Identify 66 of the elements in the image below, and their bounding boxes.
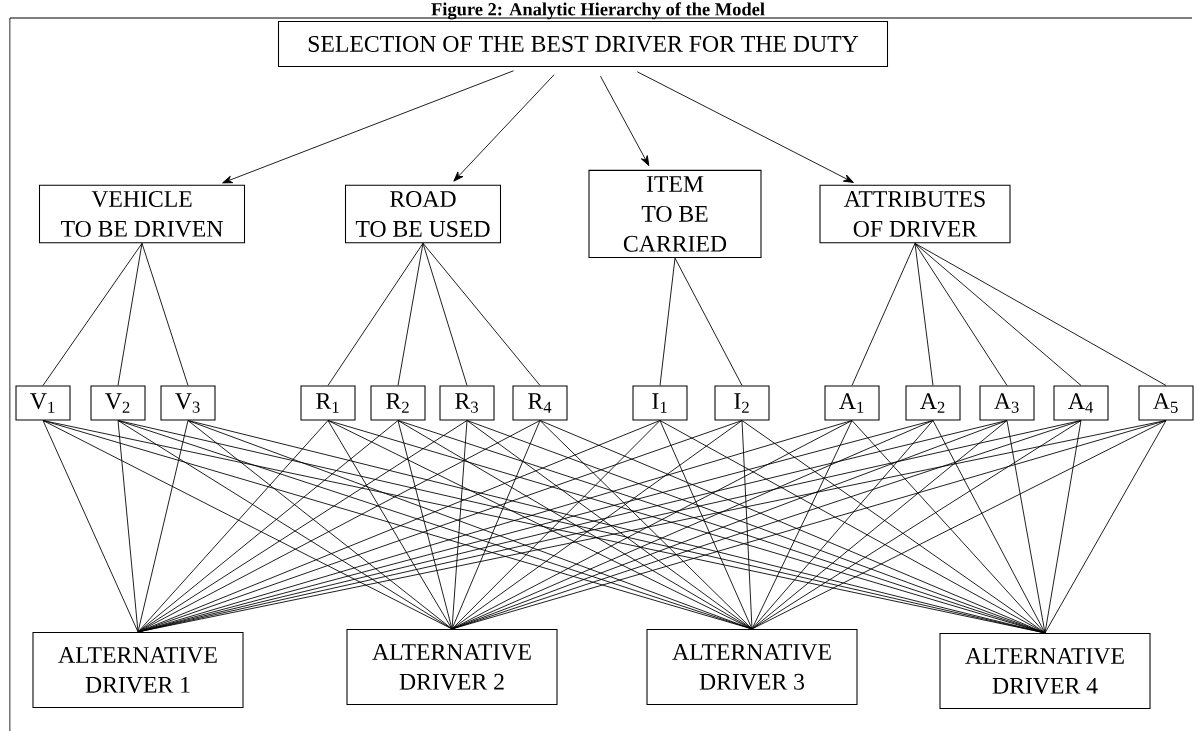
sub-criterion-box: I$_{2}$ (714, 385, 770, 421)
sub-criterion-box: R$_{3}$ (439, 385, 495, 421)
sub-criterion-box: A$_{1}$ (824, 385, 880, 421)
sub-criterion-box: A$_{2}$ (905, 385, 961, 421)
alternative-box: ALTERNATIVE DRIVER 1 (32, 631, 244, 708)
connector-line (117, 420, 139, 633)
goal-box: SELECTION OF THE BEST DRIVER FOR THE DUTY (277, 20, 889, 67)
connector-line (42, 242, 143, 386)
criterion-box: VEHICLE TO BE DRIVEN (38, 184, 246, 244)
alternative-box: ALTERNATIVE DRIVER 4 (939, 632, 1151, 709)
alternative-box: ALTERNATIVE DRIVER 3 (646, 628, 858, 705)
connector-line (914, 242, 1082, 386)
connector-line (137, 420, 189, 633)
criterion-box: ROAD TO BE USED (344, 184, 502, 244)
connector-line (137, 420, 541, 633)
connector-line (42, 420, 139, 633)
connector-line (451, 420, 468, 630)
sub-criterion-box: V$_{3}$ (160, 385, 216, 421)
connector-line (659, 420, 753, 630)
connector-line (137, 420, 329, 633)
sub-criterion-box: A$_{5}$ (1138, 385, 1194, 421)
connector-line (1006, 420, 1046, 634)
connector-line (914, 242, 934, 386)
connector-line (751, 420, 934, 630)
connector-line (117, 242, 143, 386)
connector-line (187, 420, 453, 630)
connector-line (659, 257, 676, 386)
connector-line (751, 420, 1008, 630)
connector-line (851, 420, 1046, 634)
connector-line (851, 242, 916, 386)
connector-line (914, 242, 1167, 386)
arrow (453, 74, 555, 182)
sub-criterion-box: A$_{3}$ (979, 385, 1035, 421)
connector-line (451, 420, 853, 630)
connector-line (539, 420, 753, 630)
connector-line (1044, 420, 1082, 634)
arrow (636, 71, 854, 183)
connector-line (422, 242, 541, 386)
connector-line (397, 420, 453, 630)
sub-criterion-box: A$_{4}$ (1053, 385, 1109, 421)
connector-line (741, 420, 753, 630)
arrow (222, 70, 514, 184)
connector-line (422, 242, 468, 386)
connector-line (327, 420, 453, 630)
connector-line (451, 420, 541, 630)
sub-criterion-box: V$_{2}$ (90, 385, 146, 421)
connector-line (932, 420, 1046, 634)
arrow (600, 75, 650, 167)
sub-criterion-box: I$_{1}$ (632, 385, 688, 421)
connector-line (1044, 420, 1167, 634)
connector-line (141, 242, 189, 386)
connector-line (327, 242, 424, 386)
sub-criterion-box: R$_{2}$ (370, 385, 426, 421)
sub-criterion-box: R$_{1}$ (300, 385, 356, 421)
alternative-box: ALTERNATIVE DRIVER 2 (346, 628, 558, 705)
connector-line (914, 242, 1008, 386)
connector-line (751, 420, 1167, 630)
figure-title: Figure 2: Analytic Hierarchy of the Model (431, 2, 765, 20)
connector-line (674, 257, 743, 386)
criterion-box: ITEM TO BE CARRIED (588, 169, 762, 259)
connector-line (751, 420, 853, 630)
sub-criterion-box: V$_{1}$ (15, 385, 71, 421)
sub-criterion-box: R$_{4}$ (512, 385, 568, 421)
connector-line (137, 420, 399, 633)
criterion-box: ATTRIBUTES OF DRIVER (819, 184, 1011, 244)
connector-line (397, 242, 424, 386)
